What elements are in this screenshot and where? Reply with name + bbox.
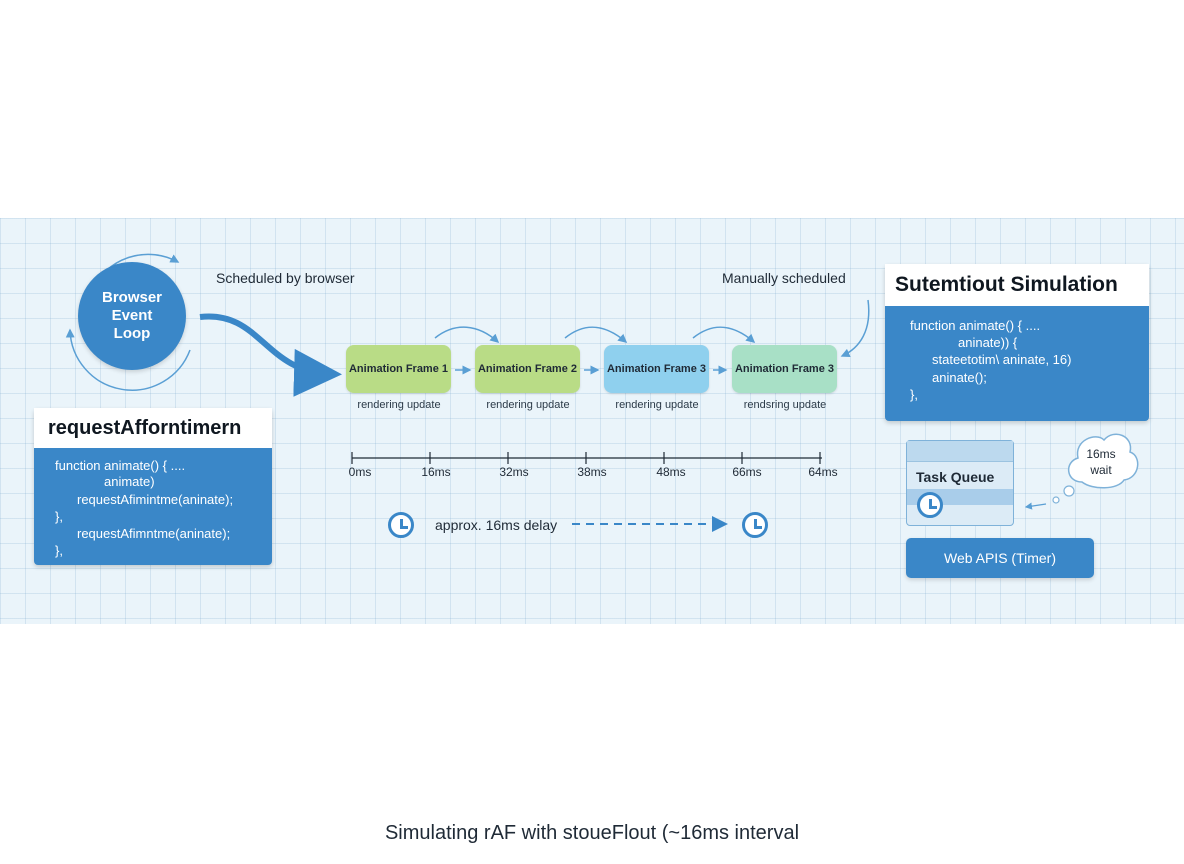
raf-code-line: function animate() { ....	[55, 458, 186, 473]
delay-label: approx. 16ms delay	[435, 517, 558, 533]
raf-code-line: requestAfimntme(aninate);	[77, 526, 231, 541]
wait-cloud-text: 16ms wait	[1078, 446, 1124, 478]
animation-frame-4: Animation Frame 3	[732, 345, 837, 393]
wait-cloud	[1068, 433, 1139, 489]
timeline-tick-label: 38ms	[577, 465, 607, 479]
timeline-tick-marks	[351, 452, 821, 464]
frame-sub-label: rendering update	[357, 399, 441, 411]
timeout-code-line: },	[910, 387, 918, 402]
raf-code-line: },	[55, 509, 63, 524]
timeline-tick-label: 66ms	[732, 465, 762, 479]
manually-scheduled-label: Manually scheduled	[722, 270, 846, 286]
raf-code-line: requestAfimintme(aninate);	[77, 492, 234, 507]
event-loop-label: Event	[111, 307, 153, 324]
wait-cloud-line: 16ms	[1086, 447, 1116, 461]
timeout-card-title: Sutemtiout Simulation	[885, 264, 1149, 306]
animation-frame-3: Animation Frame 3	[604, 345, 709, 393]
figure-caption: Simulating rAF with stoueFlout (~16ms in…	[384, 822, 800, 844]
timeline-tick-label: 0ms	[348, 465, 372, 479]
frame-sub-label: rendering update	[615, 399, 699, 411]
timeline-tick-label: 32ms	[499, 465, 529, 479]
animation-frame-1: Animation Frame 1	[346, 345, 451, 393]
raf-code-line: animate)	[104, 474, 155, 489]
task-queue-label: Task Queue	[916, 469, 995, 485]
timeout-code-line: stateetotim\ aninate, 16)	[932, 352, 1072, 367]
event-loop-label: Loop	[113, 325, 151, 342]
frame-link-arrow	[434, 326, 500, 344]
event-loop-node: Browser Event Loop	[78, 262, 186, 370]
loop-cycle-arrow	[65, 328, 191, 391]
frame-sub-label: rendsring update	[743, 399, 827, 411]
timeline-tick-label: 16ms	[421, 465, 451, 479]
cloud-dot	[1063, 485, 1075, 497]
clock-icon	[388, 512, 414, 538]
cloud-to-queue-arrow	[1024, 502, 1047, 510]
manual-schedule-arrow	[840, 299, 870, 358]
clock-icon	[742, 512, 768, 538]
web-apis-timer-box: Web APIS (Timer)	[906, 538, 1094, 578]
frame-link-arrow	[692, 326, 756, 343]
timeout-code-line: function animate() { ....	[910, 318, 1041, 333]
browser-schedule-arrow	[199, 313, 342, 397]
timeout-code-line: aninate();	[932, 370, 987, 385]
frame-link-arrow	[564, 326, 628, 343]
scheduled-by-browser-label: Scheduled by browser	[216, 270, 355, 286]
wait-cloud-line: wait	[1090, 463, 1112, 477]
frame-sub-label: rendering update	[486, 399, 570, 411]
clock-icon	[917, 492, 943, 518]
timeline-tick-label: 48ms	[656, 465, 686, 479]
cloud-dot	[1052, 496, 1060, 504]
timeout-code-line: aninate)) {	[958, 335, 1018, 350]
event-loop-label: Browser	[101, 289, 163, 306]
animation-frame-2: Animation Frame 2	[475, 345, 580, 393]
raf-card-title: requestAfforntimern	[34, 408, 272, 448]
raf-code-line: },	[55, 543, 63, 558]
task-queue-header	[907, 441, 1013, 462]
timeline-tick-label: 64ms	[808, 465, 838, 479]
